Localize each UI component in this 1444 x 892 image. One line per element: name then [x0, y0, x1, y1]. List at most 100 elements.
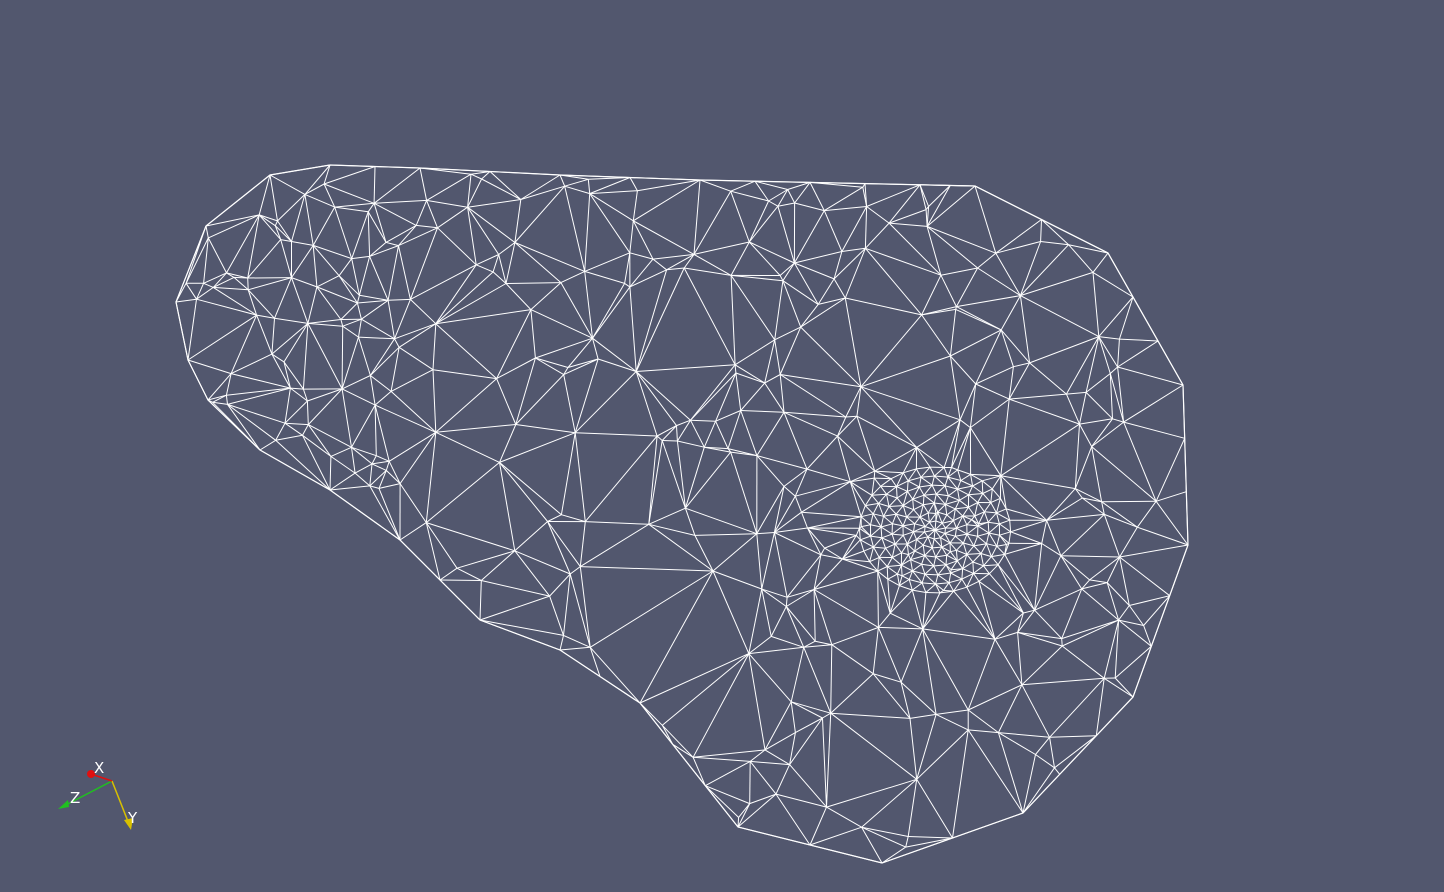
mesh-edge — [351, 404, 376, 448]
mesh-edge — [926, 185, 976, 227]
mesh-edge — [574, 432, 586, 522]
mesh-edge — [1101, 501, 1105, 515]
mesh-edge — [945, 503, 956, 510]
mesh-edge — [205, 225, 209, 238]
mesh-edge — [269, 174, 306, 195]
mesh-edge — [927, 502, 935, 514]
mesh-edge — [371, 463, 387, 471]
mesh-edge — [730, 275, 736, 365]
mesh-edge — [385, 224, 417, 243]
mesh-edge — [980, 553, 992, 558]
mesh-edge — [955, 308, 1002, 331]
mesh-edge — [987, 512, 997, 523]
mesh-edge — [690, 372, 737, 421]
mesh-edge — [972, 553, 982, 563]
mesh-edge — [862, 187, 868, 207]
mesh-edge — [1061, 588, 1083, 639]
mesh-edge — [859, 527, 871, 537]
mesh-edge — [761, 532, 775, 590]
mesh-edge — [329, 485, 370, 491]
mesh-edge — [432, 369, 497, 380]
mesh-edge — [302, 435, 331, 491]
mesh-edge — [371, 460, 390, 465]
mesh-edge — [203, 272, 227, 284]
mesh-edge — [1000, 475, 1076, 490]
mesh-edge — [937, 511, 947, 516]
mesh-edge — [921, 274, 942, 316]
mesh-edge — [1075, 488, 1102, 503]
mesh-edge — [926, 225, 996, 254]
mesh-edge — [290, 387, 304, 390]
orientation-axes-widget[interactable]: X Z Y — [40, 750, 160, 850]
mesh-edge — [564, 178, 589, 187]
mesh-edge — [358, 256, 371, 296]
mesh-edge — [873, 477, 881, 487]
mesh-edge — [880, 478, 892, 487]
mesh-edge — [369, 338, 395, 376]
mesh-edge — [185, 283, 197, 300]
mesh-edge — [629, 220, 634, 253]
mesh-edge — [922, 628, 969, 711]
mesh-edge — [966, 573, 974, 588]
mesh-edge — [274, 220, 278, 226]
mesh-edge — [756, 412, 785, 456]
mesh-edge — [886, 566, 898, 575]
mesh-edge — [514, 521, 548, 552]
mesh-edge — [877, 571, 879, 628]
mesh-edge — [302, 323, 309, 390]
mesh-edge — [864, 495, 873, 506]
mesh-edge — [878, 557, 888, 567]
mesh-edge — [1119, 556, 1130, 606]
mesh-edge — [928, 512, 936, 514]
mesh-edge — [676, 425, 678, 442]
mesh-edge — [727, 410, 742, 449]
mesh-edge — [1019, 241, 1042, 296]
mesh-edge — [734, 339, 775, 366]
mesh-edge — [567, 358, 599, 368]
mesh-edge — [845, 415, 857, 418]
x-axis-line — [93, 774, 113, 782]
mesh-edge — [787, 189, 796, 204]
mesh-edge — [648, 435, 658, 525]
mesh-edge — [1118, 619, 1152, 647]
mesh-edge — [1082, 497, 1105, 515]
mesh-edge — [1034, 609, 1063, 639]
mesh-edge — [1081, 579, 1090, 590]
mesh-edge — [1020, 271, 1094, 297]
mesh-edge — [921, 308, 956, 316]
mesh-edge — [871, 493, 887, 496]
mesh-edge — [692, 757, 706, 786]
mesh-edge — [900, 554, 909, 566]
mesh-edge — [880, 486, 887, 495]
mesh-edge — [996, 498, 1001, 514]
mesh-edge — [955, 533, 968, 537]
mesh-edge — [889, 585, 900, 614]
mesh-edge — [932, 484, 946, 487]
mesh-edge — [955, 267, 979, 307]
mesh-edge — [775, 793, 827, 808]
mesh-edge — [369, 485, 380, 489]
mesh-edge — [338, 275, 358, 304]
mesh-edge — [633, 179, 701, 222]
mesh-edge — [530, 309, 593, 339]
mesh-edge — [794, 262, 835, 280]
mesh-edge — [1061, 638, 1063, 647]
mesh-edge — [922, 504, 929, 514]
mesh-edge — [756, 455, 785, 487]
mesh-edge — [439, 579, 482, 581]
mesh-edge — [956, 527, 968, 535]
mesh-edge — [905, 836, 909, 848]
mesh-edge — [1091, 421, 1124, 447]
mesh-edge — [340, 319, 344, 327]
mesh-edge — [983, 565, 990, 574]
mesh-edge — [790, 701, 823, 719]
mesh-edge — [560, 270, 585, 284]
mesh-edge — [1049, 735, 1097, 738]
mesh-edge — [584, 270, 625, 284]
mesh-edge — [496, 378, 517, 425]
mesh-edge — [845, 297, 922, 316]
mesh-edge — [968, 729, 999, 734]
mesh-edge — [271, 353, 291, 389]
mesh-edge — [931, 475, 935, 486]
